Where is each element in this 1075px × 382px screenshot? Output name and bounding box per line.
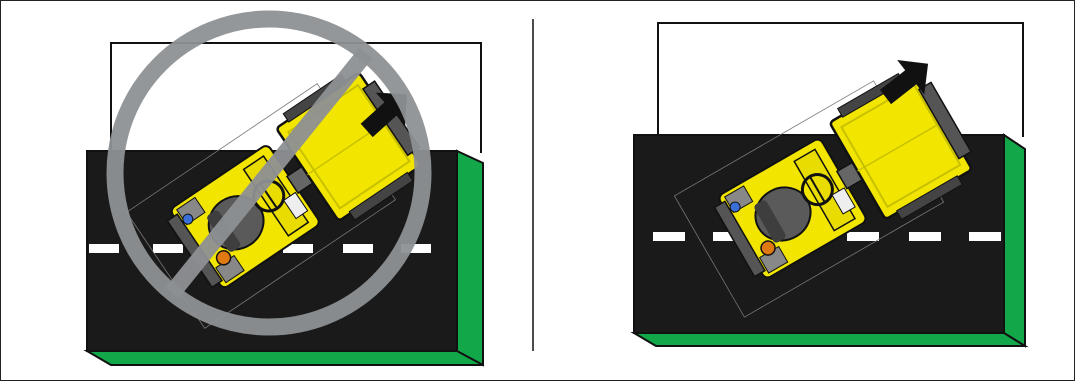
panel-correct bbox=[634, 23, 1025, 346]
grass-edge-bottom bbox=[634, 333, 1025, 346]
grass-edge-bottom bbox=[87, 351, 483, 365]
grass-edge bbox=[1004, 135, 1025, 346]
panel-incorrect bbox=[87, 19, 483, 365]
grass-edge bbox=[457, 151, 483, 365]
